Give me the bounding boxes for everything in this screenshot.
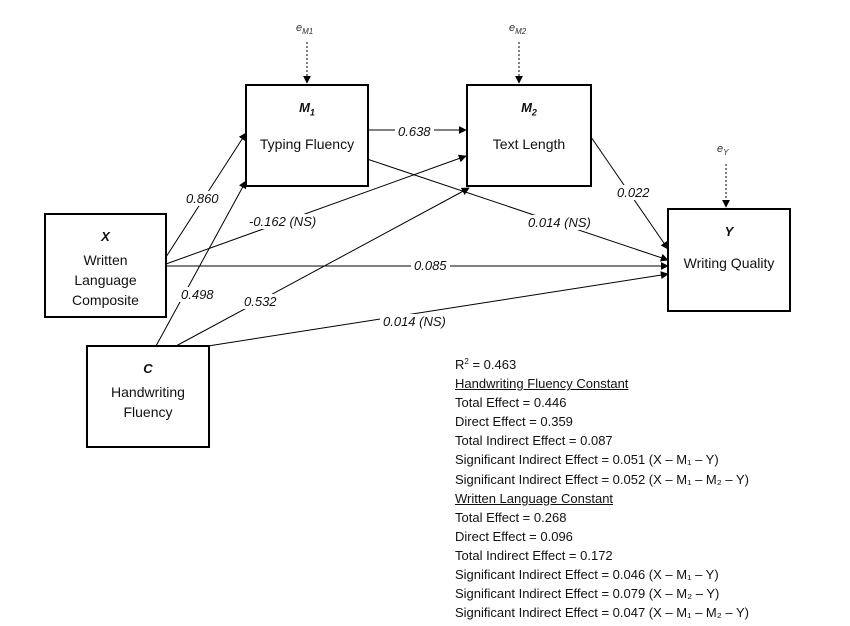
effect-line: Significant Indirect Effect = 0.079 (X –… xyxy=(455,586,720,602)
error-term-y: eY xyxy=(717,143,729,158)
arrow-c-y xyxy=(207,271,669,347)
coef-m2-y: 0.022 xyxy=(614,185,653,200)
node-c-label-line: Handwriting xyxy=(111,384,185,400)
coef-x-y: 0.085 xyxy=(411,258,450,273)
coef-x-m1: 0.860 xyxy=(183,191,222,206)
node-x-code: X xyxy=(101,229,110,244)
node-m1-label: Typing Fluency xyxy=(259,135,355,152)
coef-c-m2: 0.532 xyxy=(241,294,280,309)
node-m2-label: Text Length xyxy=(492,135,566,152)
error-term-m2: eM2 xyxy=(509,22,527,37)
effect-line: Significant Indirect Effect = 0.052 (X –… xyxy=(455,471,750,487)
effect-line: Direct Effect = 0.359 xyxy=(455,414,573,430)
language-constant-heading: Written Language Constant xyxy=(455,490,614,506)
effect-line: Total Indirect Effect = 0.172 xyxy=(455,547,613,563)
effect-line: Significant Indirect Effect = 0.046 (X –… xyxy=(455,567,719,583)
coef-m1-y: 0.014 (NS) xyxy=(525,215,594,230)
node-x-label-line: Written xyxy=(83,252,128,268)
node-y-code: Y xyxy=(724,224,734,239)
r-squared: R2 = 0.463 xyxy=(455,357,517,372)
effect-line: Total Indirect Effect = 0.087 xyxy=(455,433,613,449)
effects-summary: R2 = 0.463 Handwriting Fluency Constant … xyxy=(455,352,749,622)
coef-c-m1: 0.498 xyxy=(178,287,217,302)
arrow-c-m1 xyxy=(155,180,247,347)
handwriting-constant-heading: Handwriting Fluency Constant xyxy=(455,376,629,392)
effect-line: Significant Indirect Effect = 0.051 (X –… xyxy=(455,452,719,468)
node-x-written-language: X Written Language Composite xyxy=(44,213,167,318)
node-x-label-line: Composite xyxy=(72,292,139,308)
node-m2-text-length: M2 Text Length xyxy=(466,84,592,187)
arrow-c-m2 xyxy=(175,187,470,347)
node-m1-typing-fluency: M1 Typing Fluency xyxy=(245,84,369,187)
node-m2-code: M xyxy=(521,100,532,115)
node-c-label-line: Fluency xyxy=(123,404,173,420)
error-term-m1: eM1 xyxy=(296,22,314,37)
arrow-m1-y xyxy=(366,158,669,262)
node-m1-code: M xyxy=(299,100,310,115)
coef-m1-m2: 0.638 xyxy=(395,124,434,139)
node-y-label: Writing Quality xyxy=(683,255,775,271)
arrow-x-m2 xyxy=(165,154,467,265)
effect-line: Total Effect = 0.268 xyxy=(455,509,567,525)
effect-line: Significant Indirect Effect = 0.047 (X –… xyxy=(455,605,750,621)
effect-line: Direct Effect = 0.096 xyxy=(455,528,573,544)
coef-x-m2: -0.162 (NS) xyxy=(246,214,320,229)
effect-line: Total Effect = 0.446 xyxy=(455,395,567,411)
node-y-writing-quality: Y Writing Quality xyxy=(667,208,791,312)
node-c-handwriting-fluency: C Handwriting Fluency xyxy=(86,345,210,448)
node-x-label-line: Language xyxy=(74,272,137,288)
node-c-code: C xyxy=(143,361,153,376)
coef-c-y: 0.014 (NS) xyxy=(380,314,449,329)
